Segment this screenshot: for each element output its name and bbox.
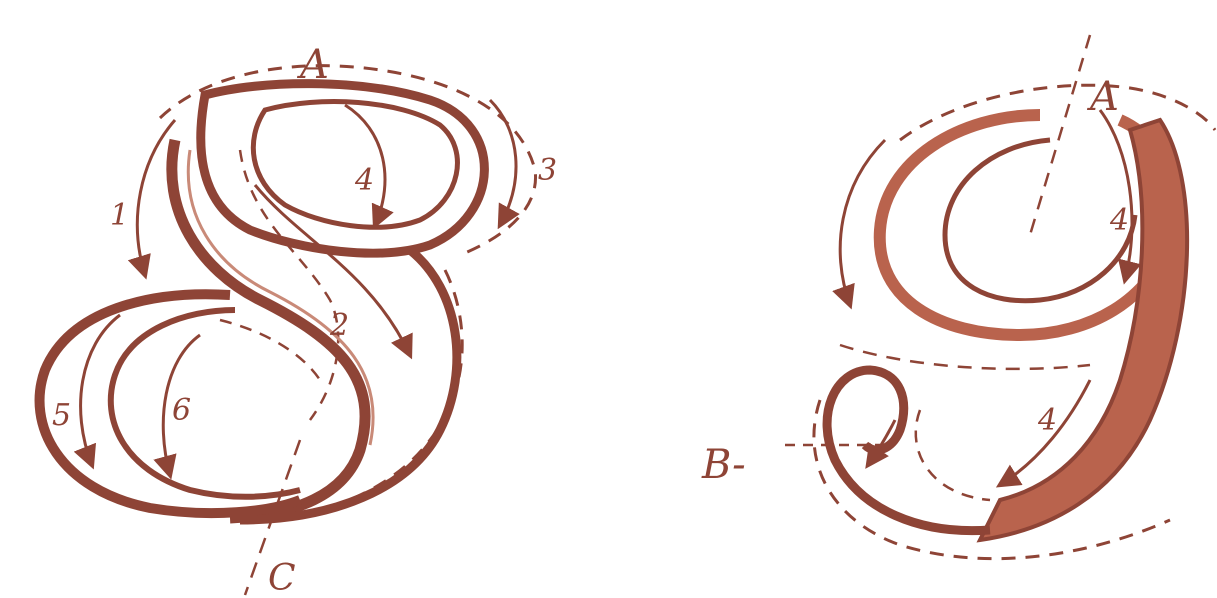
nine-tail-curl [827, 370, 990, 531]
nine-stroke-number-4-lower: 4 [1037, 403, 1057, 438]
nine-dashed-axis-a [1030, 35, 1090, 235]
eight-label-a: A [296, 42, 329, 88]
nine-stroke-number-4-upper: 4 [1109, 203, 1129, 238]
eight-arrow-3 [490, 100, 516, 225]
numeral-eight-figure: A C 1 2 3 4 5 6 [40, 42, 558, 598]
nine-label-b: B- [701, 442, 746, 488]
eight-lower-loop-inner [111, 310, 300, 497]
eight-stroke-number-4: 4 [354, 163, 374, 198]
nine-bowl-inner [945, 140, 1135, 301]
eight-stroke-number-6: 6 [172, 393, 191, 428]
eight-label-c: C [268, 558, 296, 598]
nine-dashed-guide-bowl [840, 345, 1090, 369]
numeral-nine-figure: A B- 4 4 [701, 35, 1215, 559]
eight-stroke-number-5: 5 [52, 398, 71, 433]
eight-stroke-number-3: 3 [538, 153, 557, 188]
eight-upper-loop-outer [201, 84, 485, 254]
nine-dashed-guide-inner-tail [916, 410, 990, 500]
eight-stroke-number-1: 1 [110, 198, 129, 233]
eight-stroke-number-2: 2 [329, 308, 349, 343]
nine-label-a: A [1086, 74, 1119, 120]
nine-arrow-4-upper [1100, 110, 1132, 280]
